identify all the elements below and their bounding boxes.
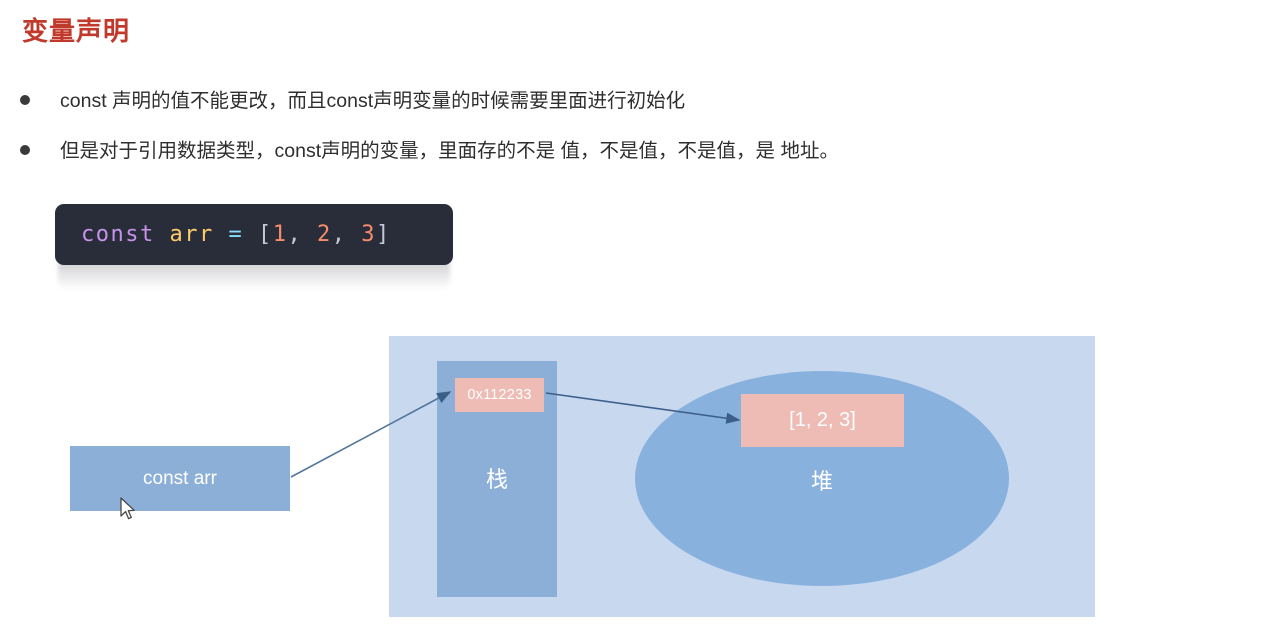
heap-label: 堆 (810, 469, 833, 494)
code-token-number: 2 (316, 222, 332, 247)
code-token-comma: , (287, 222, 317, 247)
stack-label: 栈 (485, 467, 508, 492)
code-snippet-reflection (58, 262, 450, 290)
code-token-keyword: const (81, 222, 155, 247)
variable-box-label: const arr (143, 467, 217, 489)
code-token-bracket-open: [ (257, 222, 273, 247)
list-item: const 声明的值不能更改，而且const声明变量的时候需要里面进行初始化 (20, 84, 1250, 120)
code-token-space (214, 222, 229, 247)
mouse-pointer-icon (120, 497, 135, 520)
bullet-dot-icon (20, 95, 30, 105)
array-slot: [1, 2, 3] (741, 394, 904, 447)
code-token-variable: arr (169, 222, 214, 247)
address-slot: 0x112233 (455, 378, 544, 412)
array-slot-label: [1, 2, 3] (789, 409, 856, 431)
variable-box: const arr (70, 446, 290, 511)
address-slot-label: 0x112233 (467, 387, 532, 403)
code-snippet: const arr = [1, 2, 3] (55, 204, 453, 290)
list-item-label: 但是对于引用数据类型，const声明的变量，里面存的不是 值，不是值，不是值，是… (60, 140, 839, 162)
code-token-comma: , (331, 222, 362, 247)
page-title: 变量声明 (22, 16, 131, 46)
code-snippet-body: const arr = [1, 2, 3] (55, 204, 453, 265)
code-line: const arr = [1, 2, 3] (81, 222, 391, 247)
code-token-space (243, 222, 258, 247)
bullet-dot-icon (20, 145, 30, 155)
code-token-operator: = (228, 222, 244, 247)
code-token-space (155, 222, 170, 247)
list-item-label: const 声明的值不能更改，而且const声明变量的时候需要里面进行初始化 (60, 90, 686, 112)
bullet-list: const 声明的值不能更改，而且const声明变量的时候需要里面进行初始化 但… (20, 84, 1250, 184)
code-token-number: 3 (361, 222, 376, 247)
code-token-bracket-close: ] (375, 222, 391, 247)
list-item: 但是对于引用数据类型，const声明的变量，里面存的不是 值，不是值，不是值，是… (20, 134, 1250, 170)
code-token-number: 1 (272, 222, 288, 247)
